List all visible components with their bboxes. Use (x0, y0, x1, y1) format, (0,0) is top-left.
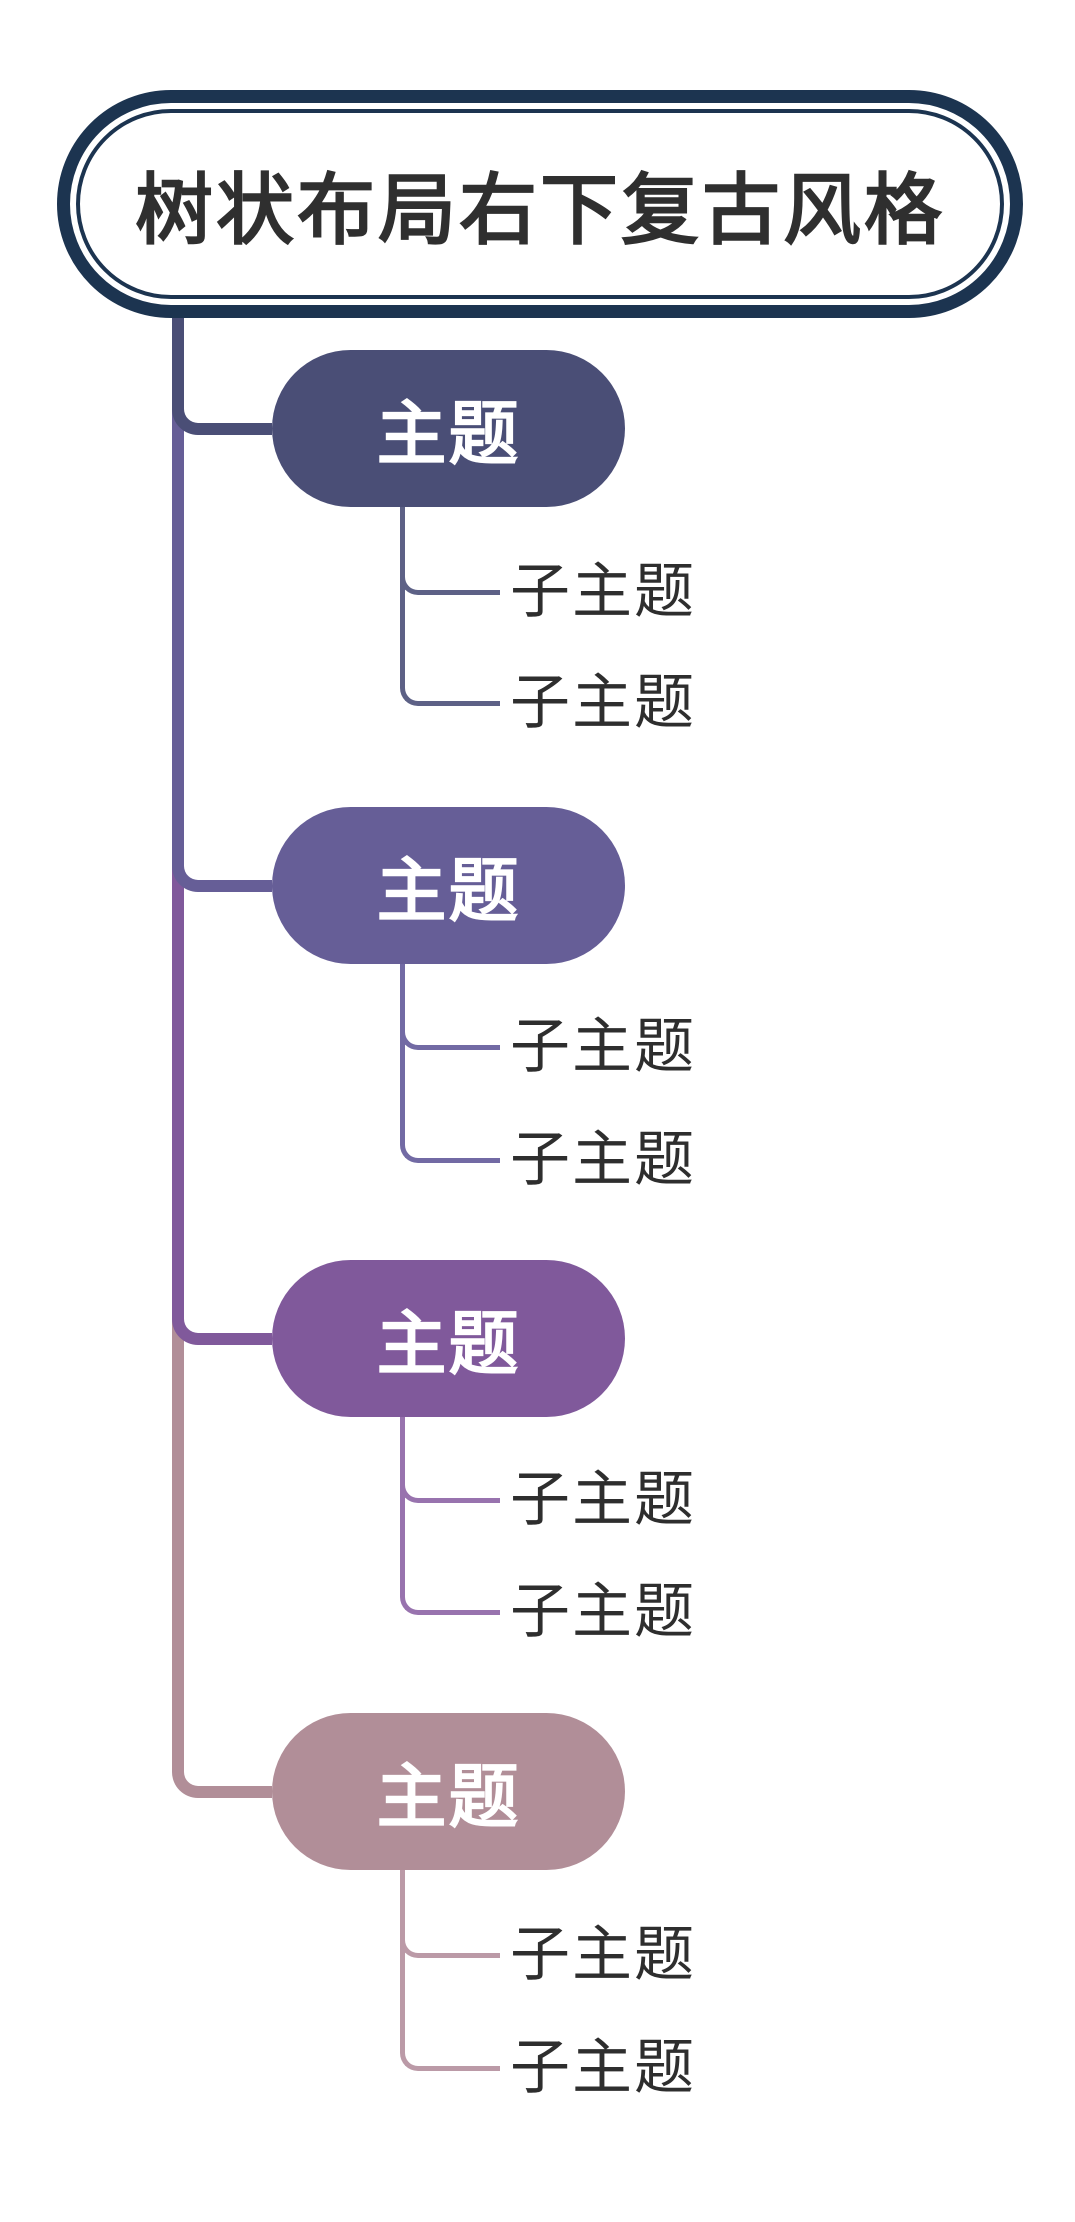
root-node[interactable]: 树状布局右下复古风格 (57, 90, 1023, 318)
subtopic-connector-1-1 (400, 505, 500, 595)
subtopic-label-2-2[interactable]: 子主题 (510, 1127, 696, 1193)
trunk-branch-connector-1 (172, 318, 272, 435)
topic-node-1[interactable]: 主题 (272, 350, 625, 507)
topic-node-4[interactable]: 主题 (272, 1713, 625, 1870)
subtopic-connector-4-2 (400, 1868, 500, 2071)
topic-node-2[interactable]: 主题 (272, 807, 625, 964)
topic-node-2-label: 主题 (376, 854, 521, 931)
subtopic-connector-2-1 (400, 961, 500, 1050)
subtopic-label-4-2[interactable]: 子主题 (510, 2035, 696, 2101)
trunk-branch-connector-2 (172, 318, 272, 892)
topic-node-1-label: 主题 (376, 397, 521, 474)
topic-node-3[interactable]: 主题 (272, 1260, 625, 1417)
root-node-label: 树状布局右下复古风格 (134, 167, 945, 254)
subtopic-label-1-2[interactable]: 子主题 (510, 670, 696, 736)
topic-node-4-label: 主题 (376, 1760, 521, 1837)
root-node-inner-border: 树状布局右下复古风格 (76, 109, 1004, 299)
subtopic-label-3-2[interactable]: 子主题 (510, 1579, 696, 1645)
subtopic-label-4-1[interactable]: 子主题 (510, 1922, 696, 1988)
subtopic-label-3-1[interactable]: 子主题 (510, 1467, 696, 1533)
subtopic-connector-3-2 (400, 1415, 500, 1615)
subtopic-label-2-1[interactable]: 子主题 (510, 1014, 696, 1080)
subtopic-label-1-1[interactable]: 子主题 (510, 559, 696, 625)
subtopic-connector-1-2 (400, 505, 500, 706)
subtopic-connector-2-2 (400, 961, 500, 1163)
topic-node-3-label: 主题 (376, 1307, 521, 1384)
subtopic-connector-3-1 (400, 1415, 500, 1503)
subtopic-connector-4-1 (400, 1868, 500, 1958)
